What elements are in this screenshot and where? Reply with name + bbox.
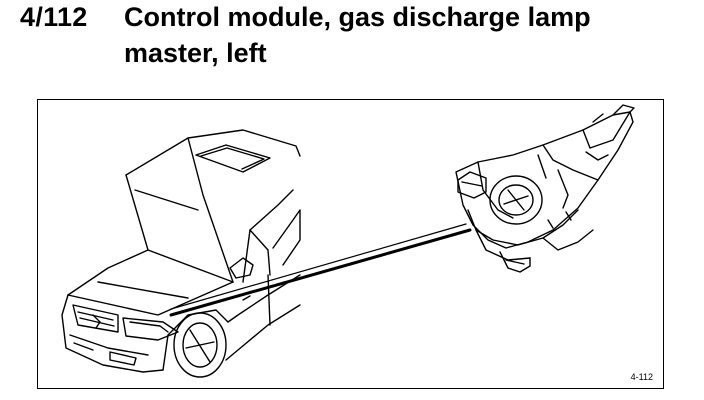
page-heading: 4/112 Control module, gas discharge lamp…: [0, 0, 704, 80]
figure-frame: 4-112: [37, 99, 664, 389]
figure-code: 4-112: [630, 372, 653, 382]
reference-number: 4/112: [20, 2, 88, 32]
title-line-2: master, left: [124, 38, 267, 68]
title-line-1: Control module, gas discharge lamp: [124, 2, 591, 32]
car-headlamp-illustration-icon: [61, 104, 635, 378]
